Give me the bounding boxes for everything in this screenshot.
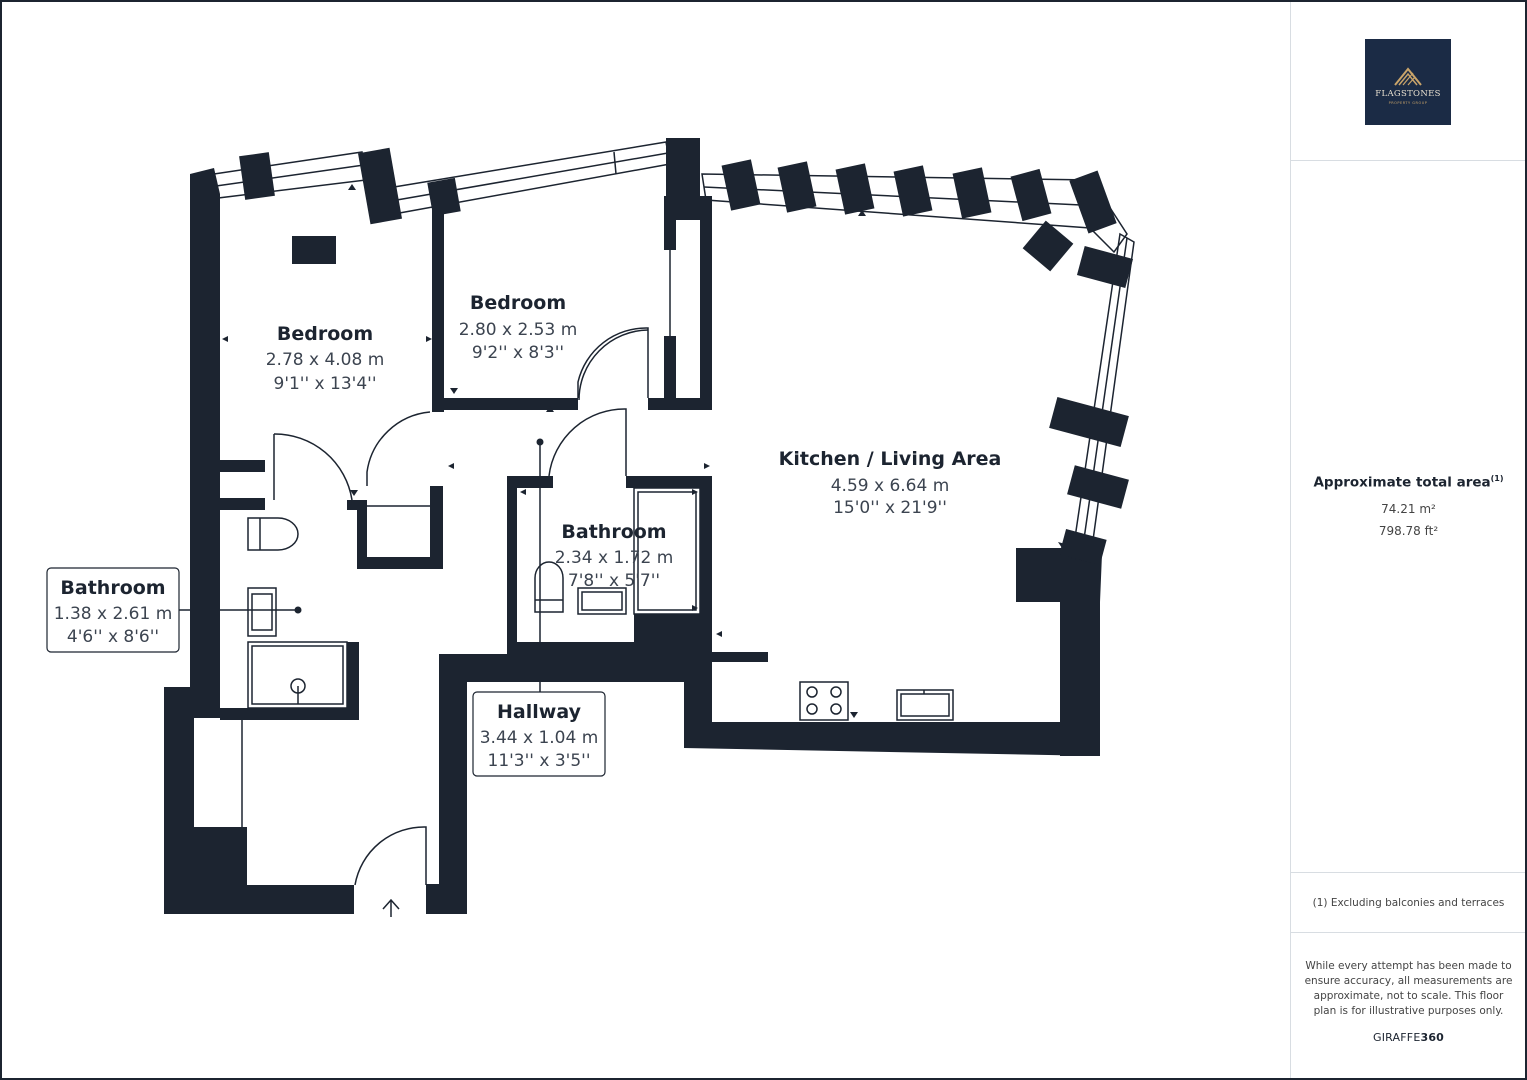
doors	[241, 250, 671, 886]
divider	[1291, 932, 1525, 933]
room-name: Bedroom	[470, 292, 566, 314]
room-imperial: 9'2'' x 8'3''	[472, 343, 564, 363]
footnote: (1) Excluding balconies and terraces	[1312, 897, 1505, 909]
windows	[213, 138, 1135, 565]
area-m2: 74.21 m²	[1381, 502, 1436, 516]
walls	[164, 168, 1102, 914]
brand-bold: 360	[1420, 1031, 1445, 1044]
room-metric: 2.80 x 2.53 m	[459, 320, 578, 340]
room-name: Hallway	[497, 701, 582, 723]
brand-giraffe360: GIRAFFE360	[1291, 1031, 1525, 1044]
room-imperial: 7'8'' x 5'7''	[568, 571, 660, 591]
room-name: Bedroom	[277, 323, 373, 345]
area-footnote-mark: (1)	[1490, 474, 1504, 483]
dimension-markers	[222, 184, 1068, 718]
disclaimer: While every attempt has been made to ens…	[1304, 960, 1513, 1017]
room-label-bathroom-1: Bathroom 2.34 x 1.72 m 7'8'' x 5'7''	[555, 521, 674, 591]
divider	[1291, 872, 1525, 873]
logo-wordmark: FLAGSTONES	[1375, 89, 1441, 99]
area-ft2: 798.78 ft²	[1378, 524, 1439, 538]
room-imperial: 9'1'' x 13'4''	[274, 374, 377, 394]
room-label-bathroom-2: Bathroom 1.38 x 2.61 m 4'6'' x 8'6''	[46, 567, 180, 653]
room-metric: 3.44 x 1.04 m	[480, 728, 599, 748]
room-imperial: 4'6'' x 8'6''	[67, 627, 159, 647]
room-metric: 2.78 x 4.08 m	[266, 350, 385, 370]
entrance-arrow-icon	[382, 898, 400, 917]
room-imperial: 11'3'' x 3'5''	[488, 751, 591, 771]
company-logo: FLAGSTONES PROPERTY GROUP	[1365, 39, 1451, 125]
room-name: Kitchen / Living Area	[779, 448, 1002, 470]
info-sidebar: FLAGSTONES PROPERTY GROUP Approximate to…	[1290, 2, 1525, 1078]
fixtures	[170, 438, 954, 721]
room-metric: 4.59 x 6.64 m	[831, 476, 950, 496]
room-label-bedroom-2: Bedroom 2.80 x 2.53 m 9'2'' x 8'3''	[459, 292, 578, 363]
area-title-text: Approximate total area	[1313, 474, 1491, 491]
room-label-hallway: Hallway 3.44 x 1.04 m 11'3'' x 3'5''	[472, 691, 606, 777]
room-imperial: 15'0'' x 21'9''	[833, 498, 947, 518]
area-title: Approximate total area(1)	[1291, 474, 1525, 491]
room-metric: 2.34 x 1.72 m	[555, 548, 674, 568]
room-name: Bathroom	[60, 577, 165, 599]
room-label-bedroom-1: Bedroom 2.78 x 4.08 m 9'1'' x 13'4''	[266, 323, 385, 394]
brand-light: GIRAFFE	[1372, 1031, 1421, 1044]
divider	[1291, 160, 1525, 161]
room-name: Bathroom	[561, 521, 666, 543]
room-label-kitchen: Kitchen / Living Area 4.59 x 6.64 m 15'0…	[779, 448, 1002, 518]
house-roof-icon	[1394, 67, 1422, 86]
floor-plan-drawing: Bedroom 2.78 x 4.08 m 9'1'' x 13'4'' Bed…	[46, 138, 1135, 917]
room-metric: 1.38 x 2.61 m	[54, 604, 173, 624]
logo-subtext: PROPERTY GROUP	[1388, 101, 1428, 105]
